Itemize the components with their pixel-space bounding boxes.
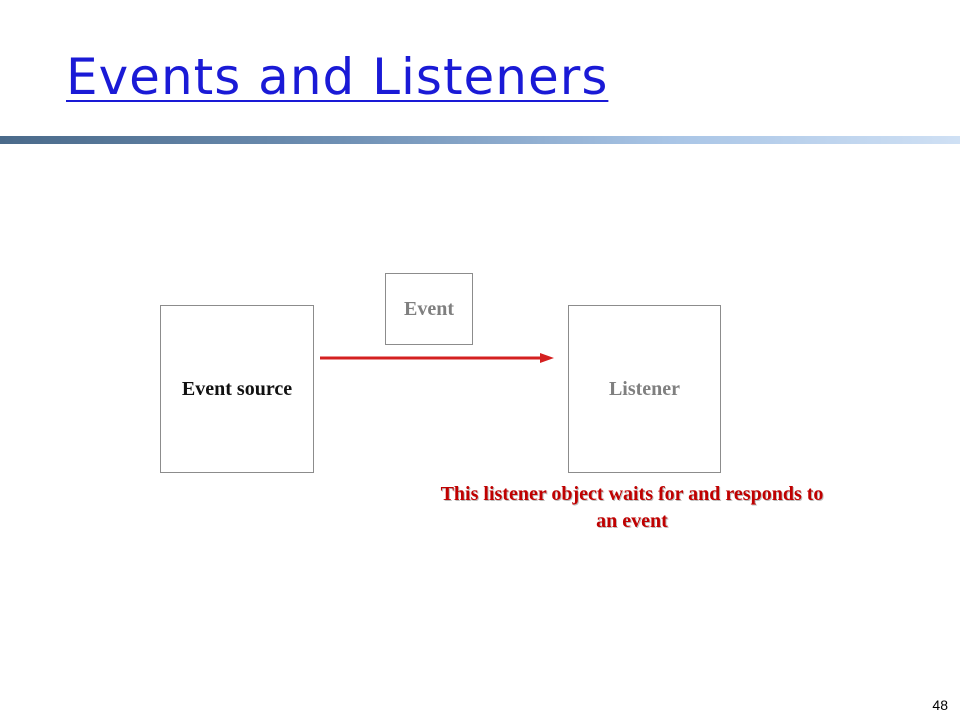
event-arrow xyxy=(320,353,554,363)
event-label: Event xyxy=(404,297,454,320)
page-number: 48 xyxy=(932,697,948,713)
event-box: Event xyxy=(385,273,473,345)
listener-label: Listener xyxy=(608,377,681,400)
slide-title: Events and Listeners xyxy=(66,48,609,106)
listener-box: Listener xyxy=(568,305,721,473)
event-arrow-head xyxy=(540,353,554,363)
title-divider xyxy=(0,136,960,144)
event-source-label: Event source xyxy=(181,377,293,400)
listener-caption: This listener object waits for and respo… xyxy=(440,483,824,532)
event-source-box: Event source xyxy=(160,305,314,473)
